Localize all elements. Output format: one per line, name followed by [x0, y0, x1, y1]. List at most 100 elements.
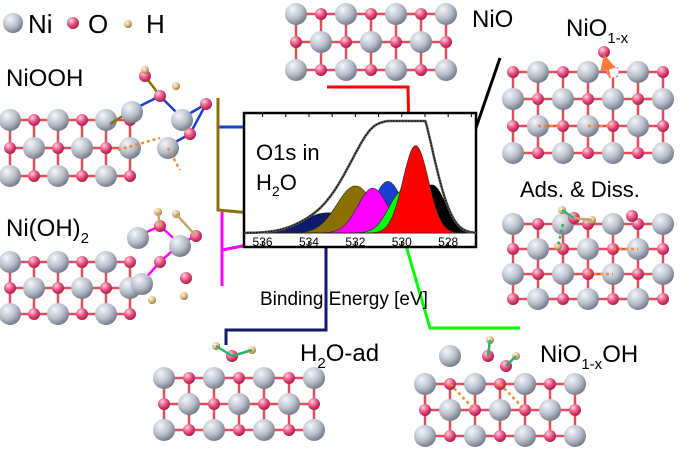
- ni-atom: [131, 273, 153, 295]
- ni-atom: [464, 373, 486, 395]
- h-atom: [180, 292, 188, 300]
- ni-atom: [303, 419, 325, 441]
- label-nio1x: NiO1-x: [566, 15, 629, 47]
- o-atom: [183, 372, 195, 384]
- ni-atom: [47, 251, 69, 273]
- o-atom: [258, 398, 270, 410]
- o-atom: [28, 170, 40, 182]
- ni-atom: [502, 213, 524, 235]
- o-atom: [76, 170, 88, 182]
- h2o-ad-lattice: [153, 342, 325, 441]
- bond: [486, 339, 492, 357]
- o-atom: [598, 46, 610, 58]
- ni-atom: [127, 227, 149, 249]
- h-atom: [141, 66, 149, 74]
- o-atom: [283, 372, 295, 384]
- ni-atom: [47, 165, 69, 187]
- legend: Ni O H: [3, 9, 165, 39]
- xps-measured-data: [244, 120, 477, 234]
- xps-tick-label: 536: [253, 235, 273, 249]
- o-atom: [124, 256, 136, 268]
- ni-atom: [203, 367, 225, 389]
- bond: [166, 147, 182, 171]
- o-atom: [290, 36, 302, 48]
- o-atom: [544, 378, 556, 390]
- ni-atom: [652, 263, 674, 285]
- o-atom: [315, 8, 327, 20]
- ni-atom: [527, 288, 549, 310]
- label-niooh: NiOOH: [6, 65, 83, 92]
- niooh-lattice: [0, 66, 212, 187]
- ni-atom: [627, 288, 649, 310]
- legend-h-label: H: [146, 9, 165, 39]
- o-atom: [76, 308, 88, 320]
- ni-atom: [464, 425, 486, 447]
- bond: [573, 216, 593, 222]
- o-atom: [557, 293, 569, 305]
- ni-atom: [502, 88, 524, 110]
- o-atom: [28, 256, 40, 268]
- o-atom: [28, 308, 40, 320]
- ni-atom: [178, 393, 200, 415]
- label-nio1xoh: NiO1-xOH: [540, 341, 638, 373]
- bond: [449, 383, 476, 411]
- ni-atom: [121, 101, 143, 123]
- o-atom: [154, 90, 166, 102]
- o-atom: [632, 147, 644, 159]
- o-atom: [657, 293, 669, 305]
- ni-atom: [414, 425, 436, 447]
- o-atom: [494, 430, 506, 442]
- ni-atom: [47, 303, 69, 325]
- bond: [505, 355, 517, 367]
- legend-o-atom-icon: [67, 17, 79, 29]
- o-atom: [544, 430, 556, 442]
- nio-lattice: [285, 3, 457, 81]
- ni-atom: [439, 399, 461, 421]
- ni-atom: [552, 263, 574, 285]
- o-atom: [158, 398, 170, 410]
- o-atom: [124, 170, 136, 182]
- ni-atom: [171, 109, 193, 131]
- xps-title-line2: H2O: [256, 170, 297, 199]
- ni-atom: [539, 399, 561, 421]
- ni-atom: [602, 88, 624, 110]
- ni-atom: [502, 263, 524, 285]
- xps-peak-components: [243, 145, 477, 234]
- h-atom: [172, 82, 180, 90]
- ni-atom: [153, 367, 175, 389]
- o-atom: [28, 114, 40, 126]
- o-atom: [632, 93, 644, 105]
- o-atom: [315, 64, 327, 76]
- bond: [499, 383, 526, 411]
- xps-peak-nio: [244, 145, 476, 234]
- xps-title-line1: O1s in: [256, 140, 320, 165]
- o-atom: [440, 36, 452, 48]
- bond: [215, 344, 233, 358]
- o-atom: [200, 98, 212, 110]
- ni-atom: [514, 373, 536, 395]
- ni-atom: [310, 31, 332, 53]
- ni-atom: [414, 373, 436, 395]
- h-atom: [148, 296, 156, 304]
- ads-diss-lattice: [502, 206, 674, 310]
- ni-atom: [577, 288, 599, 310]
- o-atom: [569, 404, 581, 416]
- ni-atom: [552, 142, 574, 164]
- o-atom: [582, 93, 594, 105]
- ni-atom: [335, 3, 357, 25]
- xps-tick-label: 530: [392, 235, 412, 249]
- ni-atom: [435, 3, 457, 25]
- ni-atom: [23, 137, 45, 159]
- ni-atom: [514, 425, 536, 447]
- nioh2-lattice: [0, 208, 202, 325]
- ni-atom: [627, 61, 649, 83]
- o-atom: [283, 424, 295, 436]
- o-atom: [626, 210, 638, 222]
- o-atom: [415, 8, 427, 20]
- o-atom: [180, 272, 192, 284]
- xps-x-axis-label: Binding Energy [eV]: [260, 289, 428, 310]
- o-atom: [52, 142, 64, 154]
- ni-atom: [602, 142, 624, 164]
